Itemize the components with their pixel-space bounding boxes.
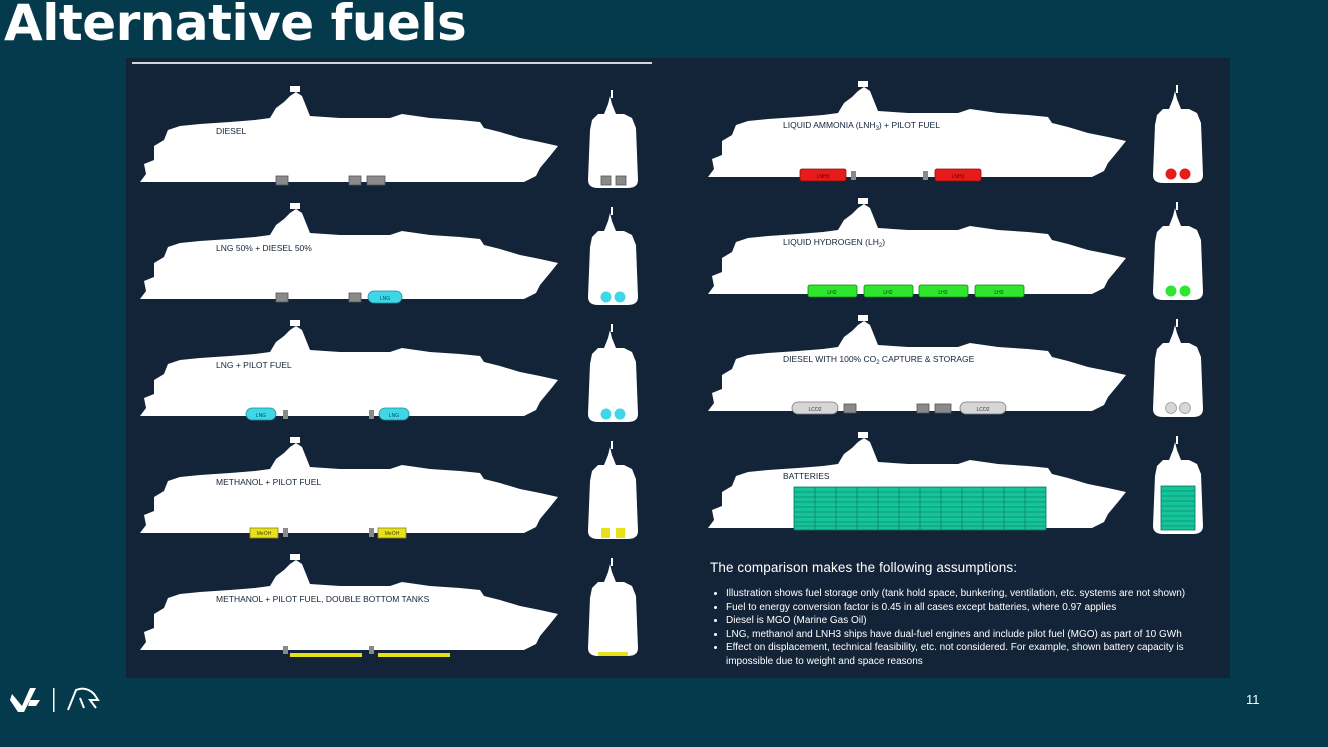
tank-label: LNH3 bbox=[817, 174, 830, 180]
ship-diesel: DIESEL bbox=[140, 86, 558, 186]
assumption-item: Fuel to energy conversion factor is 0.45… bbox=[726, 601, 1228, 615]
ship-label: DIESEL bbox=[216, 126, 247, 136]
ship-co2-capture: DIESEL WITH 100% CO2 CAPTURE & STORAGE L… bbox=[708, 315, 1126, 415]
tank-label: LNH3 bbox=[952, 174, 965, 180]
divider-line bbox=[132, 62, 652, 64]
ship-methanol-pilot: METHANOL + PILOT FUEL MeOH MeOH bbox=[140, 437, 558, 539]
ship-batteries-front bbox=[1153, 436, 1203, 534]
ship-label: LNG 50% + DIESEL 50% bbox=[216, 243, 312, 253]
ship-hydrogen: LIQUID HYDROGEN (LH2) LH2 LH2 LH2 LH2 bbox=[708, 198, 1126, 298]
tank-label: LH2 bbox=[883, 290, 892, 296]
ship-label: BATTERIES bbox=[783, 471, 830, 481]
ship-label: LIQUID HYDROGEN (LH2) bbox=[783, 237, 885, 249]
assumptions-list: Illustration shows fuel storage only (ta… bbox=[708, 587, 1228, 668]
tank-label: MeOH bbox=[257, 531, 272, 537]
ship-ammonia-front bbox=[1153, 85, 1203, 183]
slide-title: Alternative fuels bbox=[4, 0, 467, 52]
ship-lng-diesel: LNG 50% + DIESEL 50% LNG bbox=[140, 203, 558, 304]
ship-co2-capture-front bbox=[1153, 319, 1203, 417]
ship-ammonia: LIQUID AMMONIA (LNH3) + PILOT FUEL LNH3 … bbox=[708, 81, 1126, 182]
ship-label: METHANOL + PILOT FUEL, DOUBLE BOTTOM TAN… bbox=[216, 594, 430, 604]
ship-lng-diesel-front bbox=[588, 207, 638, 305]
ship-hydrogen-front bbox=[1153, 202, 1203, 300]
ship-label: LNG + PILOT FUEL bbox=[216, 360, 292, 370]
assumption-item: Diesel is MGO (Marine Gas Oil) bbox=[726, 614, 1228, 628]
tank-label: LNG bbox=[380, 296, 390, 302]
tank-label: LNG bbox=[389, 413, 399, 419]
tank-label: LH2 bbox=[938, 290, 947, 296]
assumption-item: LNG, methanol and LNH3 ships have dual-f… bbox=[726, 628, 1228, 642]
logo-divider bbox=[53, 688, 55, 712]
tank-label: LCO2 bbox=[808, 407, 821, 413]
tank-label: LH2 bbox=[827, 290, 836, 296]
assumptions-block: The comparison makes the following assum… bbox=[708, 560, 1228, 668]
assumptions-heading: The comparison makes the following assum… bbox=[710, 560, 1018, 575]
partner-logo-icon bbox=[67, 687, 100, 711]
ship-methanol-pilot-front bbox=[588, 441, 638, 539]
ship-batteries: BATTERIES bbox=[708, 432, 1126, 531]
ship-methanol-double-bottom-front bbox=[588, 558, 638, 656]
ship-methanol-double-bottom: METHANOL + PILOT FUEL, DOUBLE BOTTOM TAN… bbox=[140, 554, 558, 657]
ship-lng-pilot: LNG + PILOT FUEL LNG LNG bbox=[140, 320, 558, 421]
company-logo-icon bbox=[10, 688, 40, 712]
ship-label: DIESEL WITH 100% CO2 CAPTURE & STORAGE bbox=[783, 354, 975, 366]
ship-lng-pilot-front bbox=[588, 324, 638, 422]
tank-label: LCO2 bbox=[976, 407, 989, 413]
tank-label: LNG bbox=[256, 413, 266, 419]
footer-logo bbox=[10, 687, 100, 712]
assumption-item: Effect on displacement, technical feasib… bbox=[726, 641, 1228, 668]
ship-label: METHANOL + PILOT FUEL bbox=[216, 477, 321, 487]
assumption-item: Illustration shows fuel storage only (ta… bbox=[726, 587, 1228, 601]
ship-label: LIQUID AMMONIA (LNH3) + PILOT FUEL bbox=[783, 120, 940, 132]
tank-label: MeOH bbox=[385, 531, 400, 537]
ship-diesel-front bbox=[588, 90, 638, 188]
page-number: 11 bbox=[1246, 692, 1260, 707]
tank-label: LH2 bbox=[994, 290, 1003, 296]
